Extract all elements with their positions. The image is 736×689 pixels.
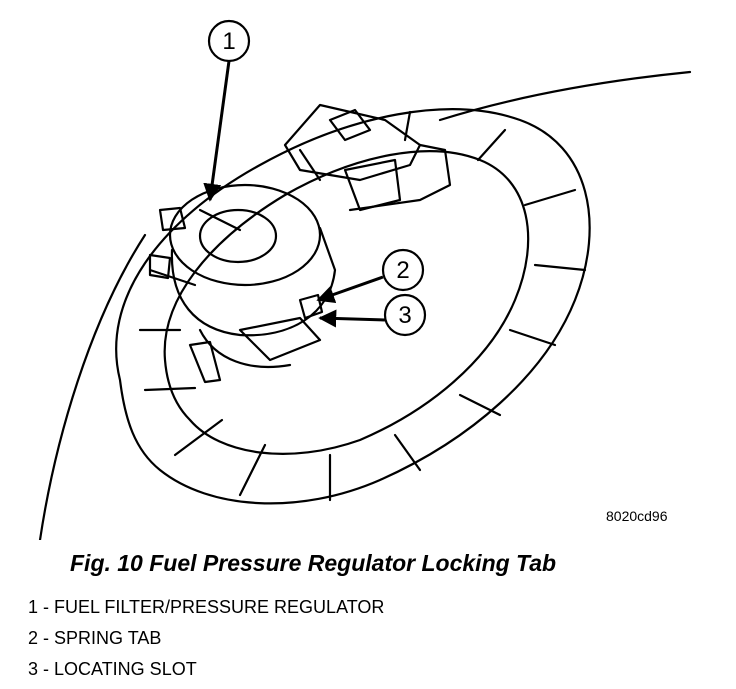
tank-outline-curve xyxy=(38,233,147,540)
regulator-body xyxy=(170,226,337,337)
flange-rib xyxy=(533,263,587,272)
flange-rib xyxy=(198,208,242,232)
callout-3-circle xyxy=(383,293,427,337)
callout-1-number: 1 xyxy=(222,28,235,55)
flange-rib xyxy=(523,188,577,207)
lower-fitting xyxy=(148,253,172,280)
electrical-connector xyxy=(283,103,422,182)
figure-caption: Fig. 10 Fuel Pressure Regulator Locking … xyxy=(70,550,557,576)
leader-arrow-2 xyxy=(316,275,384,304)
regulator-base xyxy=(198,328,292,369)
flange-rib xyxy=(508,328,557,347)
leader-arrow-3 xyxy=(318,309,386,328)
legend-item: 1 - FUEL FILTER/PRESSURE REGULATOR xyxy=(28,597,385,617)
regulator-illustration: 1 2 3 xyxy=(38,19,692,540)
connector-tab xyxy=(343,158,402,212)
flange-rib xyxy=(148,268,197,287)
retainer-clip xyxy=(188,340,222,384)
regulator-top-face xyxy=(168,183,322,287)
flange-rib xyxy=(458,393,502,417)
flange-rib xyxy=(143,386,197,392)
callout-2-circle xyxy=(381,248,425,292)
regulator-port xyxy=(198,208,278,264)
flange-rib xyxy=(298,148,322,182)
connector-tab xyxy=(328,108,372,142)
flange-rib xyxy=(393,433,422,472)
flange-rib xyxy=(173,418,224,457)
figure-code: 8020cd96 xyxy=(606,508,668,524)
legend-item: 3 - LOCATING SLOT xyxy=(28,659,197,679)
leader-arrow-1 xyxy=(203,60,231,202)
callout-3-number: 3 xyxy=(398,302,411,329)
side-nipple xyxy=(158,206,187,232)
flange-rib xyxy=(238,443,267,497)
legend: 1 - FUEL FILTER/PRESSURE REGULATOR 2 - S… xyxy=(28,596,384,689)
flange-rib xyxy=(476,128,507,162)
callout-2-number: 2 xyxy=(396,257,409,284)
module-flange-inner xyxy=(163,150,530,455)
tank-outline-curve xyxy=(438,70,692,122)
locating-slot xyxy=(238,316,322,362)
legend-item: 2 - SPRING TAB xyxy=(28,628,162,648)
module-flange-outer xyxy=(115,108,591,505)
connector-body xyxy=(348,143,452,212)
